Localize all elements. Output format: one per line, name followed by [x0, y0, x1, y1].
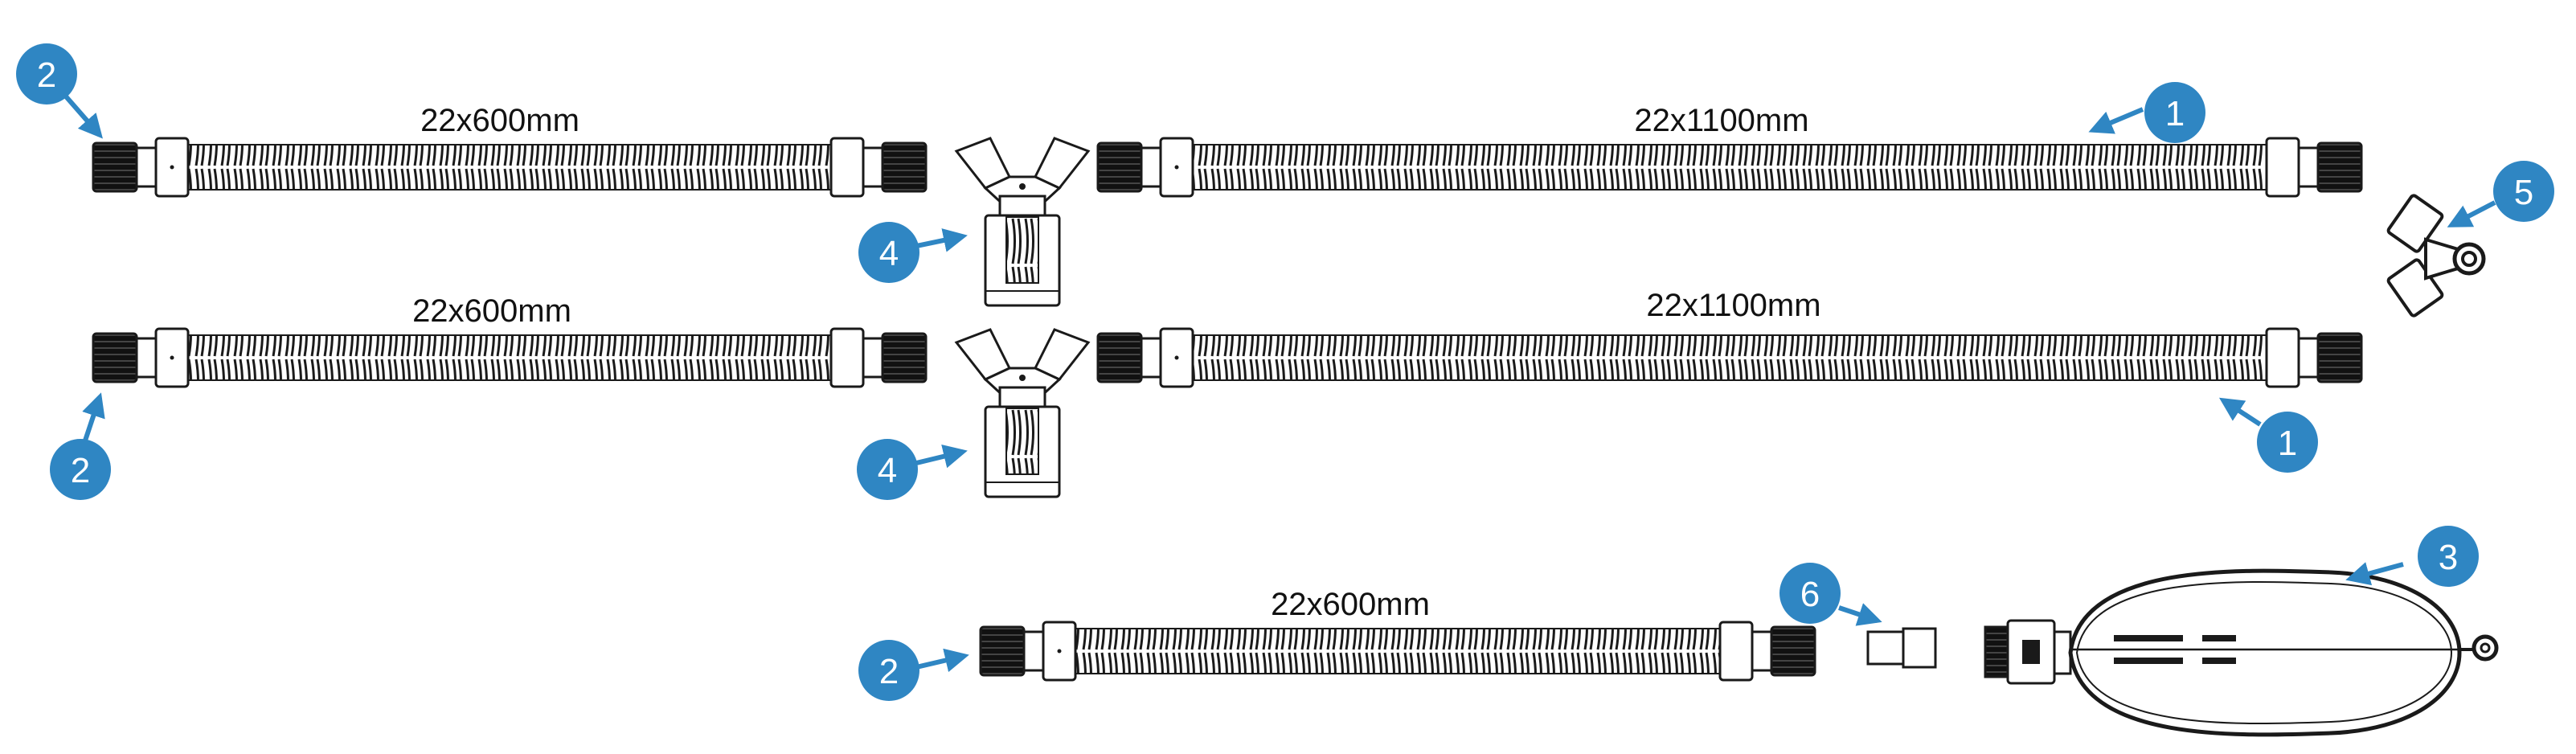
hose-top-left — [92, 137, 928, 198]
hose-bottom — [979, 621, 1816, 682]
svg-text:1: 1 — [2165, 94, 2185, 133]
hose-label: 22x600mm — [1271, 587, 1430, 622]
elbow-connector — [2386, 194, 2486, 318]
callout-arrow — [915, 445, 968, 469]
svg-text:4: 4 — [878, 451, 897, 490]
callout-arrow — [915, 648, 969, 673]
callout-badge: 4 — [857, 439, 918, 500]
callout-badge: 1 — [2144, 82, 2205, 143]
svg-text:1: 1 — [2278, 424, 2297, 463]
straight-adapter — [1866, 627, 1937, 669]
y-piece-middle — [954, 328, 1091, 498]
callout-arrow — [63, 95, 103, 139]
svg-text:3: 3 — [2439, 538, 2458, 577]
hose-label: 22x1100mm — [1646, 288, 1820, 323]
callout-arrow — [2218, 397, 2262, 427]
callout-arrow — [2345, 562, 2404, 586]
callout-arrow — [1838, 603, 1882, 626]
callout-arrow — [2088, 107, 2144, 134]
hose-middle-right — [1096, 327, 2363, 388]
callout-badge: 2 — [858, 640, 919, 701]
callout-badge: 6 — [1779, 563, 1841, 624]
callout-arrow — [2447, 200, 2496, 227]
hose-top-right — [1096, 137, 2363, 198]
hose-label: 22x1100mm — [1634, 103, 1808, 138]
svg-text:2: 2 — [879, 652, 899, 691]
hose-middle-left — [92, 327, 928, 388]
callout-arrow — [915, 228, 968, 252]
callout-badge: 4 — [858, 222, 919, 283]
svg-text:4: 4 — [879, 234, 899, 273]
svg-text:2: 2 — [71, 451, 90, 490]
callout-badge: 2 — [50, 439, 111, 500]
hose-label: 22x600mm — [420, 103, 579, 138]
breathing-bag — [1984, 568, 2499, 737]
callout-arrow — [82, 392, 105, 441]
callout-badge: 2 — [16, 43, 77, 104]
callout-badge: 1 — [2257, 412, 2318, 473]
callout-badge: 5 — [2493, 161, 2554, 222]
svg-text:6: 6 — [1800, 575, 1820, 614]
hose-label: 22x600mm — [412, 293, 571, 329]
y-piece-top — [954, 137, 1091, 307]
callout-badge: 3 — [2418, 526, 2479, 587]
svg-text:2: 2 — [37, 55, 56, 95]
svg-text:5: 5 — [2514, 173, 2533, 212]
